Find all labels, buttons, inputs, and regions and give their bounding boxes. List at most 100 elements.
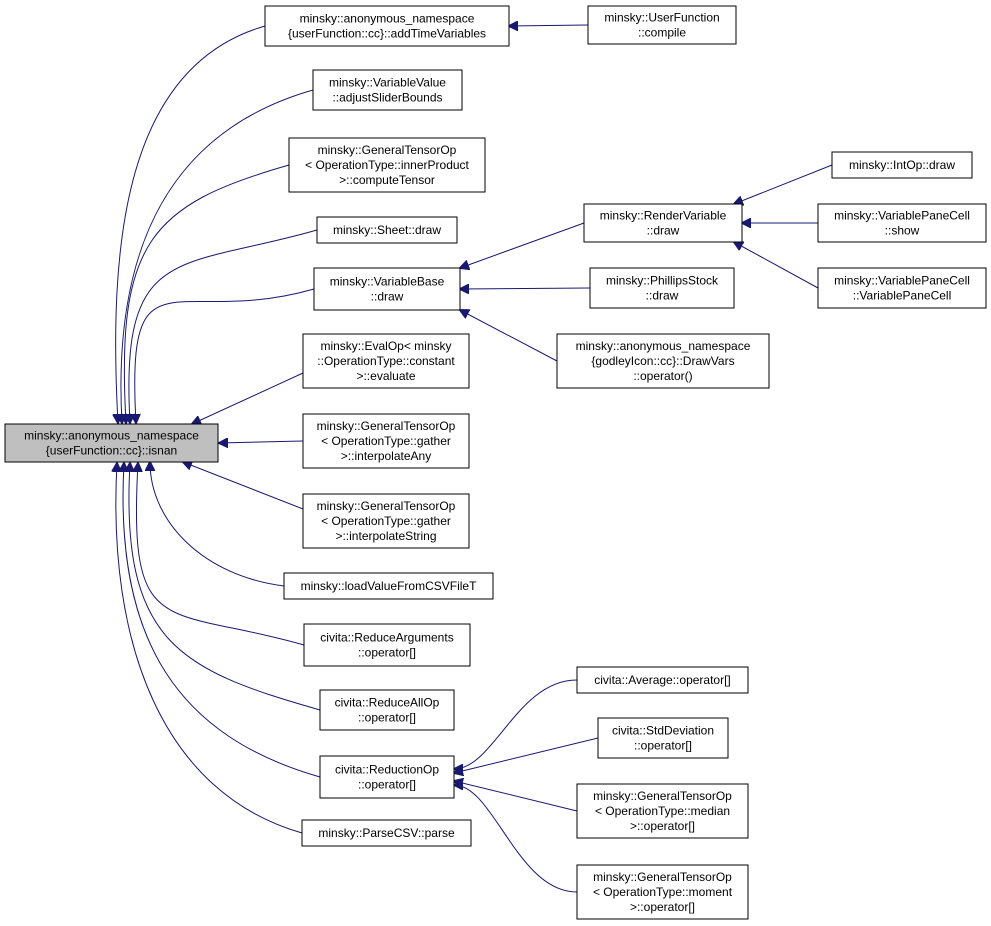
node-drawVars[interactable]: minsky::anonymous_namespace{godleyIcon::… <box>556 333 770 389</box>
node-addTimeVariables[interactable]: minsky::anonymous_namespace{userFunction… <box>264 5 510 47</box>
edge-adjustSliderBounds-to-isnan <box>121 89 314 423</box>
node-renderVariableDraw[interactable]: minsky::RenderVariable::draw <box>583 203 743 243</box>
edge-reduceAllOp-to-isnan <box>129 463 321 711</box>
node-label-line: ::draw <box>647 224 680 238</box>
node-evaluate[interactable]: minsky::EvalOp< minsky::OperationType::c… <box>302 333 470 389</box>
edge-variableBaseDraw-to-isnan <box>135 288 315 423</box>
node-box <box>587 5 737 45</box>
edge-interpolateString-to-isnan <box>183 462 304 510</box>
node-box <box>302 413 470 469</box>
node-intOpDraw[interactable]: minsky::IntOp::draw <box>831 151 973 179</box>
node-label-line: ::compile <box>638 26 686 40</box>
node-label-line: ::operator[] <box>634 739 692 753</box>
node-label-line: minsky::anonymous_namespace <box>24 429 199 443</box>
node-label-line: ::draw <box>646 289 679 303</box>
node-box <box>303 623 471 667</box>
node-label-line: >::evaluate <box>356 369 415 383</box>
node-variableBaseDraw[interactable]: minsky::VariableBase::draw <box>313 267 461 311</box>
node-label-line: civita::ReductionOp <box>335 763 439 777</box>
node-label-line: {userFunction::cc}::addTimeVariables <box>288 27 486 41</box>
node-box <box>313 267 461 311</box>
node-isnan[interactable]: minsky::anonymous_namespace{userFunction… <box>4 423 219 463</box>
node-label-line: ::adjustSliderBounds <box>332 91 442 105</box>
node-interpolateString[interactable]: minsky::GeneralTensorOp< OperationType::… <box>302 493 470 549</box>
node-label-line: minsky::EvalOp< minsky <box>320 339 451 353</box>
node-interpolateAny[interactable]: minsky::GeneralTensorOp< OperationType::… <box>302 413 470 469</box>
node-box <box>817 203 987 243</box>
node-label-line: minsky::VariableValue <box>329 76 446 90</box>
node-paneCellShow[interactable]: minsky::VariablePaneCell::show <box>817 203 987 243</box>
node-label-line: minsky::PhillipsStock <box>606 274 719 288</box>
edge-addTimeVariables-to-isnan <box>116 25 266 423</box>
node-label-line: minsky::VariablePaneCell <box>834 274 970 288</box>
node-box <box>597 717 729 759</box>
node-label-line: ::draw <box>371 290 404 304</box>
node-label-line: civita::ReduceAllOp <box>335 696 440 710</box>
node-box <box>319 689 455 731</box>
node-adjustSliderBounds[interactable]: minsky::VariableValue::adjustSliderBound… <box>312 69 463 111</box>
node-label-line: minsky::IntOp::draw <box>849 158 955 172</box>
nodes-layer: minsky::anonymous_namespace{userFunction… <box>4 5 987 920</box>
node-reductionOp[interactable]: civita::ReductionOp::operator[] <box>319 755 455 799</box>
node-label-line: civita::StdDeviation <box>612 724 714 738</box>
node-box <box>264 5 510 47</box>
node-sheetDraw[interactable]: minsky::Sheet::draw <box>316 216 458 244</box>
node-computeTensor[interactable]: minsky::GeneralTensorOp< OperationType::… <box>288 137 486 193</box>
node-stdDeviation[interactable]: civita::StdDeviation::operator[] <box>597 717 729 759</box>
node-box <box>301 819 472 847</box>
node-reduceArguments[interactable]: civita::ReduceArguments::operator[] <box>303 623 471 667</box>
node-label-line: >::operator[] <box>630 819 695 833</box>
node-label-line: minsky::anonymous_namespace <box>576 339 751 353</box>
node-average[interactable]: civita::Average::operator[] <box>576 666 749 694</box>
node-parseCSV[interactable]: minsky::ParseCSV::parse <box>301 819 472 847</box>
node-box <box>817 267 987 309</box>
node-label-line: minsky::GeneralTensorOp <box>593 789 732 803</box>
node-label-line: >::operator[] <box>630 900 695 914</box>
node-median[interactable]: minsky::GeneralTensorOp< OperationType::… <box>576 783 749 839</box>
node-label-line: minsky::Sheet::draw <box>333 223 441 237</box>
node-compile[interactable]: minsky::UserFunction::compile <box>587 5 737 45</box>
node-moment[interactable]: minsky::GeneralTensorOp< OperationType::… <box>576 864 749 920</box>
edge-stdDeviation-to-reductionOp <box>454 737 599 773</box>
node-label-line: ::operator() <box>633 369 692 383</box>
node-label-line: ::VariablePaneCell <box>853 289 952 303</box>
edge-interpolateAny-to-isnan <box>219 441 304 443</box>
node-label-line: {userFunction::cc}::isnan <box>46 444 177 458</box>
node-box <box>288 137 486 193</box>
node-box <box>576 783 749 839</box>
node-loadValue[interactable]: minsky::loadValueFromCSVFileT <box>283 572 494 600</box>
edge-parseCSV-to-isnan <box>116 463 303 834</box>
node-label-line: ::operator[] <box>358 778 416 792</box>
node-box <box>302 333 470 389</box>
node-label-line: minsky::VariablePaneCell <box>834 209 970 223</box>
node-label-line: < OperationType::median <box>595 804 730 818</box>
edge-computeTensor-to-isnan <box>124 164 290 423</box>
edge-drawVars-to-variableBaseDraw <box>460 310 558 362</box>
edges-layer <box>116 25 833 893</box>
node-paneCellCtor[interactable]: minsky::VariablePaneCell::VariablePaneCe… <box>817 267 987 309</box>
edge-reduceArguments-to-isnan <box>136 463 305 646</box>
node-label-line: ::OperationType::constant <box>317 354 455 368</box>
node-label-line: >::interpolateAny <box>341 449 431 463</box>
node-label-line: minsky::GeneralTensorOp <box>317 499 456 513</box>
node-box <box>576 666 749 694</box>
node-box <box>576 864 749 920</box>
node-phillipsDraw[interactable]: minsky::PhillipsStock::draw <box>589 267 735 309</box>
node-label-line: < OperationType::moment <box>593 885 733 899</box>
node-label-line: >::interpolateString <box>335 529 436 543</box>
node-label-line: ::operator[] <box>358 711 416 725</box>
node-box <box>4 423 219 463</box>
node-label-line: minsky::loadValueFromCSVFileT <box>301 579 477 593</box>
node-label-line: civita::Average::operator[] <box>594 673 731 687</box>
edge-reductionOp-to-isnan <box>123 463 321 778</box>
node-box <box>589 267 735 309</box>
edge-compile-to-addTimeVariables <box>509 25 589 26</box>
node-label-line: minsky::VariableBase <box>330 275 445 289</box>
node-label-line: minsky::GeneralTensorOp <box>593 870 732 884</box>
node-box <box>319 755 455 799</box>
node-box <box>302 493 470 549</box>
edge-renderVariableDraw-to-variableBaseDraw <box>460 222 585 268</box>
edge-loadValue-to-isnan <box>150 462 285 587</box>
node-label-line: < OperationType::innerProduct <box>305 158 469 172</box>
node-reduceAllOp[interactable]: civita::ReduceAllOp::operator[] <box>319 689 455 731</box>
